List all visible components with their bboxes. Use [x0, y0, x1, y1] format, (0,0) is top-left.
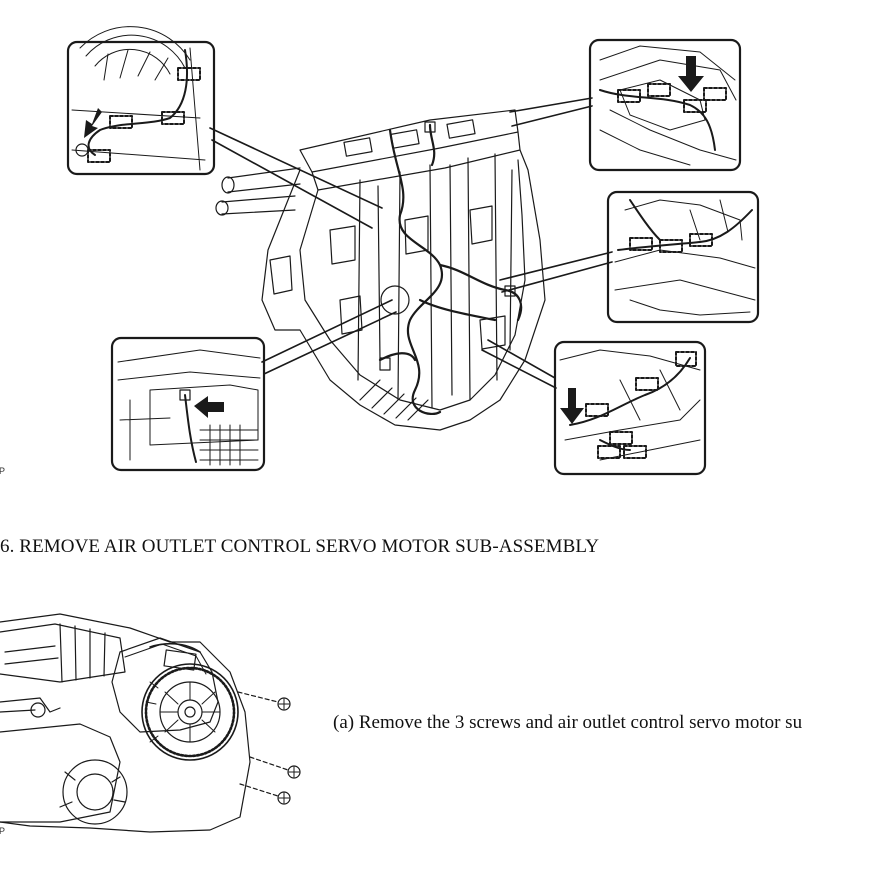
hvac-unit-icon: P — [0, 26, 760, 476]
screw-icon — [287, 765, 301, 779]
screw-icon — [277, 697, 291, 711]
callout-top-right — [588, 38, 742, 172]
hvac-harness-illustration: P — [0, 26, 760, 476]
arrow-down-icon — [678, 56, 704, 92]
svg-text:P: P — [0, 466, 5, 476]
servo-motor-body — [111, 637, 239, 761]
heater-housing — [0, 613, 251, 833]
leader-lines — [209, 97, 613, 389]
callout-top-left — [66, 26, 216, 176]
callout-right-middle — [606, 190, 760, 324]
step-a-text: (a) Remove the 3 screws and air outlet c… — [333, 712, 803, 733]
servo-motor-illustration: P — [0, 612, 310, 842]
screw-icon — [277, 791, 291, 805]
hvac-unit-body — [215, 109, 546, 431]
arrow-left-icon — [194, 396, 224, 418]
arrow-icon — [84, 108, 102, 138]
svg-text:P: P — [0, 826, 5, 836]
callout-bottom-left — [110, 336, 266, 472]
section-heading: 6. REMOVE AIR OUTLET CONTROL SERVO MOTOR… — [0, 536, 600, 557]
servo-motor-icon: P — [0, 613, 301, 836]
screws — [237, 691, 301, 805]
callout-bottom-right — [553, 340, 707, 476]
arrow-down-icon — [560, 388, 584, 424]
